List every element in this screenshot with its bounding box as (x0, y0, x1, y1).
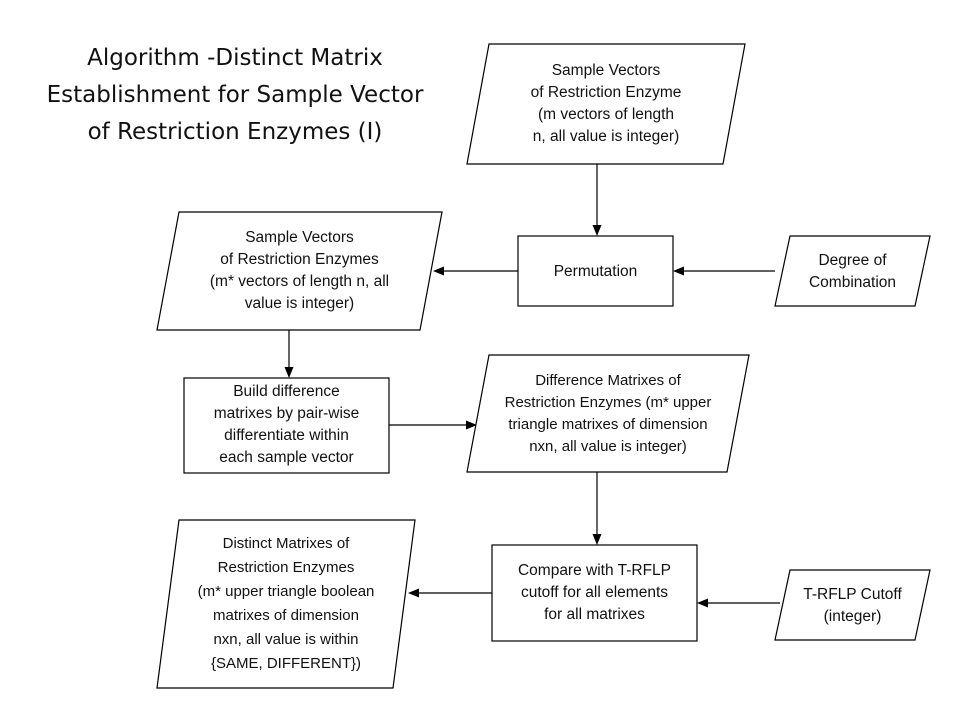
title-line-1: Algorithm -Distinct Matrix (87, 45, 383, 71)
connector-degree-of-combination-to-permutation (673, 266, 775, 276)
node-label-line: Restriction Enzymes (218, 559, 355, 576)
node-label-line: Degree of (818, 252, 887, 269)
flowchart-nodes: Sample Vectors of Restriction Enzyme (m ve… (156, 43, 931, 689)
node-label-line: T-RFLP Cutoff (803, 586, 902, 603)
node-label-line: Combination (809, 274, 896, 291)
process-box (517, 235, 674, 307)
connectors (284, 164, 780, 608)
node-distinct-matrixes: Distinct Matrixes of Restriction Enzymes (… (156, 519, 416, 689)
connector-trflp-cutoff-to-compare-cutoff (697, 598, 780, 608)
node-trflp-cutoff: T-RFLP Cutoff (integer) (774, 569, 931, 641)
arrowhead-icon (466, 420, 477, 430)
data-parallelogram (156, 211, 443, 331)
title-line-2: Establishment for Sample Vector (46, 82, 424, 108)
connector-permutation-to-sample-vectors-permuted (433, 266, 518, 276)
node-label-line: nxn, all value is integer) (529, 438, 687, 455)
node-label-line: {SAME, DIFFERENT}) (211, 655, 361, 672)
node-label-line: Difference Matrixes of (535, 372, 681, 389)
node-label-line: each sample vector (219, 449, 353, 466)
node-compare-cutoff: Compare with T-RFLP cutoff for all elemen… (491, 544, 698, 642)
node-label-line: matrixes by pair-wise (214, 405, 360, 422)
node-sample-vectors-permuted: Sample Vectors of Restriction Enzymes (m* … (156, 211, 443, 331)
node-label-line: differentiate within (224, 427, 349, 444)
data-parallelogram (774, 235, 931, 307)
data-parallelogram (466, 43, 746, 165)
connector-sample-vectors-input-to-permutation (592, 164, 602, 236)
node-label-line: Build difference (233, 383, 340, 400)
arrowhead-icon (592, 225, 602, 236)
data-parallelogram (774, 569, 931, 641)
connector-difference-matrixes-to-compare-cutoff (592, 472, 602, 545)
node-label-line: of Restriction Enzymes (220, 251, 379, 268)
node-difference-matrixes: Difference Matrixes of Restriction Enzyme… (466, 354, 750, 473)
arrowhead-icon (673, 266, 684, 276)
node-label-line: (m* upper triangle boolean (198, 583, 375, 600)
node-label-line: Distinct Matrixes of (223, 535, 351, 552)
data-parallelogram (466, 354, 750, 473)
arrowhead-icon (284, 367, 294, 378)
node-label-line: for all matrixes (544, 606, 645, 623)
data-parallelogram (156, 519, 416, 689)
diagram-title: Algorithm -Distinct Matrix Establishment… (0, 40, 470, 151)
process-box (491, 544, 698, 642)
node-build-difference: Build difference matrixes by pair-wise dif… (183, 377, 390, 474)
node-degree-of-combination: Degree of Combination (774, 235, 931, 307)
node-label-line: triangle matrixes of dimension (508, 416, 707, 433)
node-label-line: matrixes of dimension (213, 607, 359, 624)
node-label-line: cutoff for all elements (521, 584, 668, 601)
node-label-line: of Restriction Enzyme (531, 84, 682, 101)
process-box (183, 377, 390, 474)
arrowhead-icon (408, 588, 419, 598)
arrowhead-icon (433, 266, 444, 276)
node-sample-vectors-input: Sample Vectors of Restriction Enzyme (m ve… (466, 43, 746, 165)
connector-build-difference-to-difference-matrixes (389, 420, 477, 430)
connector-sample-vectors-permuted-to-build-difference (284, 330, 294, 378)
node-label-line: (integer) (824, 608, 882, 625)
node-label-line: value is integer) (245, 295, 354, 312)
node-label-line: Sample Vectors (552, 62, 661, 79)
connector-compare-cutoff-to-distinct-matrixes (408, 588, 492, 598)
node-label-line: Permutation (554, 263, 638, 280)
node-label-line: (m vectors of length (538, 106, 674, 123)
node-label-line: n, all value is integer) (533, 128, 679, 145)
arrowhead-icon (592, 534, 602, 545)
title-line-3: of Restriction Enzymes (I) (87, 119, 383, 145)
node-label-line: (m* vectors of length n, all (210, 273, 389, 290)
node-permutation: Permutation (517, 235, 674, 307)
node-label-line: Sample Vectors (245, 229, 354, 246)
node-label-line: Compare with T-RFLP (518, 562, 671, 579)
node-label-line: Restriction Enzymes (m* upper (505, 394, 712, 411)
arrowhead-icon (697, 598, 708, 608)
node-label-line: nxn, all value is within (213, 631, 358, 648)
